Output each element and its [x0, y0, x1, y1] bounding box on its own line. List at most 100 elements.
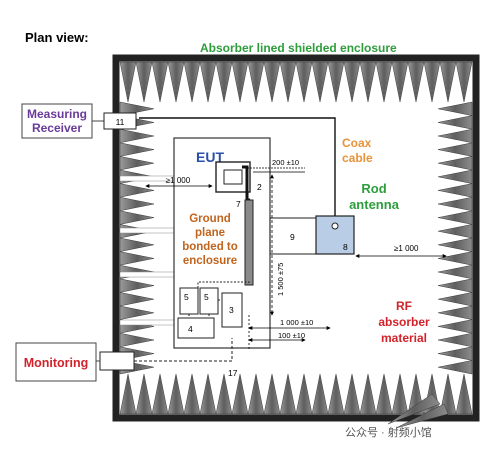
absorber-cone-left — [119, 251, 155, 266]
measuring-receiver-label-1: Measuring — [27, 107, 87, 121]
absorber-cone-right — [437, 237, 473, 252]
absorber-cone-left — [119, 292, 155, 307]
absorber-gap — [119, 319, 177, 326]
absorber-cone-top — [247, 61, 265, 103]
plan-view-title: Plan view: — [25, 30, 89, 45]
absorber-cone-loose — [395, 403, 449, 429]
absorber-cone-top — [167, 61, 185, 103]
absorber-cone-left — [119, 237, 155, 252]
dim-1500: 1 500 ±75 — [276, 263, 285, 296]
enclosure-label: Absorber lined shielded enclosure — [200, 41, 397, 55]
dim-1000-bottom: 1 000 ±10 — [280, 318, 313, 327]
number-5a: 5 — [184, 292, 189, 302]
coax-label-1: Coax — [342, 136, 372, 150]
absorber-cone-left — [119, 142, 155, 157]
absorber-cone-right — [437, 196, 473, 212]
absorber-cone-left — [119, 101, 155, 116]
rod-antenna-element — [331, 222, 339, 230]
absorber-cone-right — [437, 278, 473, 293]
rf-absorber-label-2: absorber — [378, 315, 430, 329]
absorber-cone-top — [391, 61, 409, 103]
absorber-cone-top — [327, 61, 345, 103]
absorber-cone-right — [437, 183, 473, 198]
support-5b — [199, 287, 219, 315]
absorber-cone-right — [437, 156, 473, 171]
absorber-cone-top — [439, 61, 457, 103]
absorber-cone-bottom — [247, 373, 265, 415]
absorber-cone-loose — [387, 393, 441, 425]
absorber-cone-bottom — [151, 373, 169, 415]
absorber-cone-top — [215, 61, 233, 103]
absorber-cone-top — [343, 61, 361, 103]
support-3 — [221, 292, 243, 328]
number-5b: 5 — [204, 292, 209, 302]
filter-17-box — [99, 351, 135, 371]
absorber-cone-right — [437, 101, 473, 116]
absorber-cone-right — [437, 224, 473, 239]
absorber-cone-top — [231, 61, 249, 103]
absorber-cone-top — [119, 61, 137, 103]
rod-label-2: antenna — [349, 197, 400, 212]
absorber-cone-bottom — [135, 373, 153, 415]
absorber-cone-top — [279, 61, 297, 103]
absorber-cone-right — [437, 360, 473, 375]
absorber-cone-bottom — [375, 373, 393, 415]
number-7: 7 — [236, 199, 241, 209]
cable-bundle — [244, 199, 254, 286]
enclosure-wall — [112, 54, 480, 422]
number-11: 11 — [116, 117, 125, 127]
absorber-cone-bottom — [311, 373, 329, 415]
absorber-cone-bottom — [231, 373, 249, 415]
number-2: 2 — [257, 182, 262, 192]
absorber-cone-bottom — [359, 373, 377, 415]
absorber-cone-left — [119, 305, 155, 320]
number-9: 9 — [290, 232, 295, 242]
absorber-cones — [119, 61, 473, 429]
absorber-cone-right — [437, 128, 473, 144]
absorber-cone-left — [119, 183, 155, 198]
absorber-cone-right — [437, 169, 473, 184]
dim-1000-right: ≥1 000 — [394, 244, 419, 253]
absorber-cone-left — [119, 278, 155, 293]
absorber-cone-bottom — [279, 373, 297, 415]
absorber-cone-right — [437, 292, 473, 307]
absorber-cone-top — [263, 61, 281, 103]
rod-antenna-box — [315, 215, 355, 255]
eut-inner — [223, 169, 243, 185]
rf-absorber-label-1: RF — [396, 299, 412, 313]
absorber-cone-bottom — [263, 373, 281, 415]
absorber-cone-bottom — [295, 373, 313, 415]
number-17: 17 — [228, 368, 238, 378]
absorber-cone-right — [437, 210, 473, 225]
absorber-cone-right — [437, 251, 473, 266]
absorber-cone-top — [455, 61, 473, 103]
absorber-cone-bottom — [183, 373, 201, 415]
dim-1000-left: ≥1 000 — [166, 176, 191, 185]
absorber-gap — [119, 271, 177, 278]
absorber-cone-right — [437, 142, 473, 157]
absorber-cone-bottom — [391, 373, 409, 415]
support-wiring — [188, 281, 250, 318]
absorber-cone-right — [437, 319, 473, 334]
coax-cable — [139, 117, 336, 216]
absorber-cone-right — [437, 115, 473, 130]
dim-200: 200 ±10 — [272, 158, 299, 167]
absorber-cone-top — [151, 61, 169, 103]
absorber-cone-top — [423, 61, 441, 103]
absorber-cone-bottom — [455, 373, 473, 415]
measuring-receiver-label-2: Receiver — [32, 121, 82, 135]
rf-absorber-label-3: material — [381, 331, 427, 345]
absorber-cone-bottom — [327, 373, 345, 415]
coax-label-2: cable — [342, 151, 373, 165]
monitoring-box — [15, 342, 97, 382]
support-5a — [179, 287, 199, 315]
absorber-cone-top — [295, 61, 313, 103]
absorber-cone-left — [119, 332, 155, 348]
dim-100: 100 ±10 — [278, 331, 305, 340]
watermark: 公众号 · 射频小馆 — [345, 425, 432, 439]
absorber-cone-bottom — [199, 373, 217, 415]
ground-plane-label-1: Ground — [189, 213, 231, 225]
absorber-cone-top — [359, 61, 377, 103]
absorber-cone-bottom — [119, 373, 137, 415]
absorber-cone-right — [437, 332, 473, 348]
